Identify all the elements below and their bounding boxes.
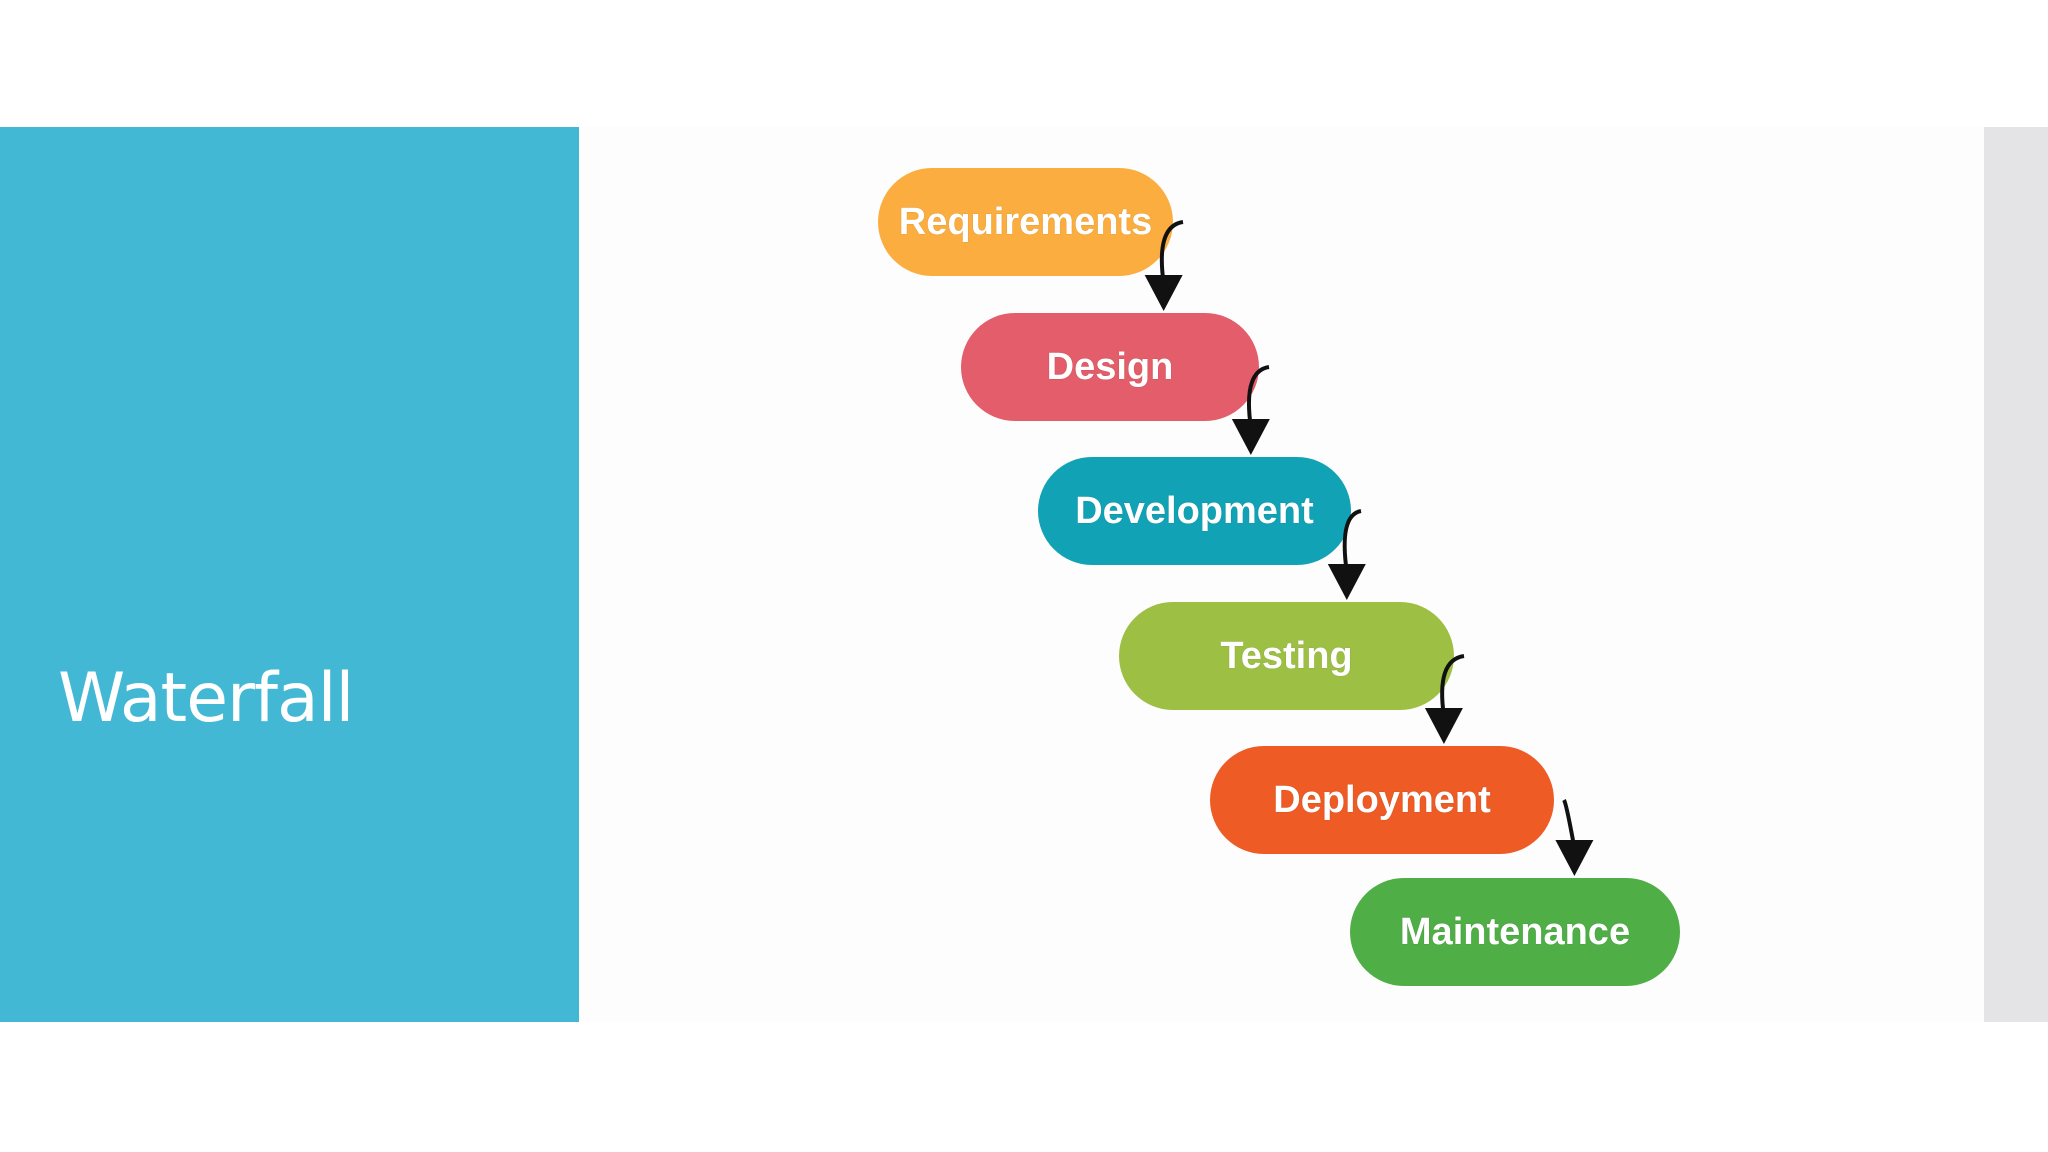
- slide-title: Waterfall: [58, 659, 354, 738]
- stage-deployment: Deployment: [1210, 746, 1554, 854]
- stage-maintenance: Maintenance: [1350, 878, 1680, 986]
- stage-requirements: Requirements: [878, 168, 1173, 276]
- stage-development: Development: [1038, 457, 1351, 565]
- side-strip: [1984, 127, 2048, 1022]
- diagram-image-area: [579, 127, 1984, 1022]
- stage-design: Design: [961, 313, 1259, 421]
- title-panel: Waterfall: [0, 127, 579, 1022]
- stage-testing: Testing: [1119, 602, 1454, 710]
